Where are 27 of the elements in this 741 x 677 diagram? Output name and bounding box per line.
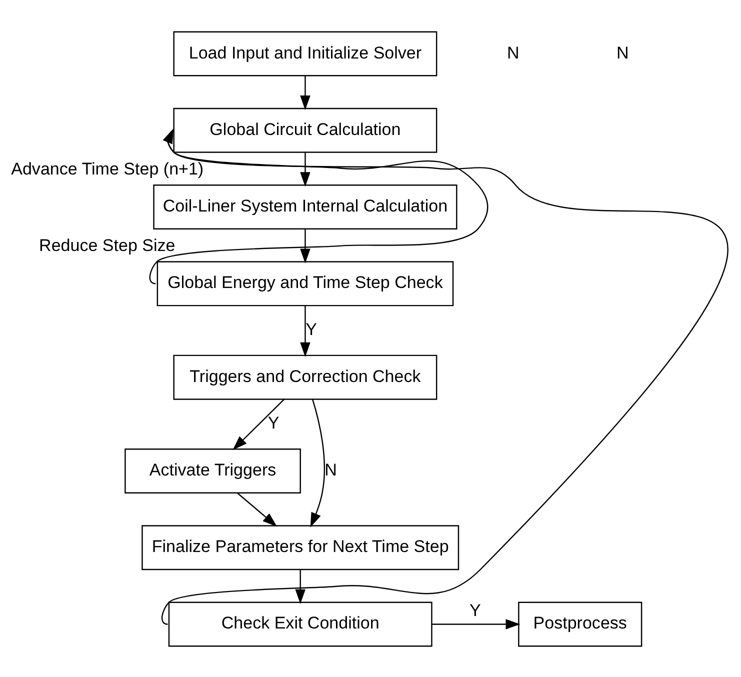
node-box: Global Circuit Calculation bbox=[173, 107, 438, 152]
node-box: Check Exit Condition bbox=[168, 601, 432, 646]
arrow bbox=[300, 152, 310, 186]
arrow bbox=[300, 305, 310, 356]
arrow bbox=[300, 76, 310, 110]
node-box: Coil-Liner System Internal Calculation bbox=[153, 184, 458, 230]
arrow bbox=[232, 398, 285, 450]
arrow bbox=[162, 128, 726, 624]
node-box: Triggers and Correction Check bbox=[173, 354, 438, 400]
node-box: Postprocess bbox=[518, 601, 642, 646]
arrow bbox=[310, 398, 326, 527]
edge-label: Y bbox=[470, 600, 481, 620]
node-box: Load Input and Initialize Solver bbox=[173, 30, 438, 76]
node-box: Activate Triggers bbox=[124, 448, 301, 493]
arrow bbox=[300, 228, 310, 263]
arrow bbox=[237, 492, 278, 526]
edge-label: Y bbox=[268, 413, 280, 432]
arrow bbox=[295, 569, 306, 604]
edge-label: N bbox=[324, 460, 337, 479]
label: N bbox=[616, 42, 629, 62]
edge-label: Reduce Step Size bbox=[39, 236, 176, 255]
edge-label: Advance Time Step (n+1) bbox=[11, 158, 204, 178]
node-box: Global Energy and Time Step Check bbox=[156, 260, 454, 306]
node-box: Finalize Parameters for Next Time Step bbox=[142, 524, 460, 570]
edge-label: Y bbox=[306, 319, 317, 338]
arrow bbox=[432, 618, 520, 629]
label: N bbox=[507, 42, 520, 62]
